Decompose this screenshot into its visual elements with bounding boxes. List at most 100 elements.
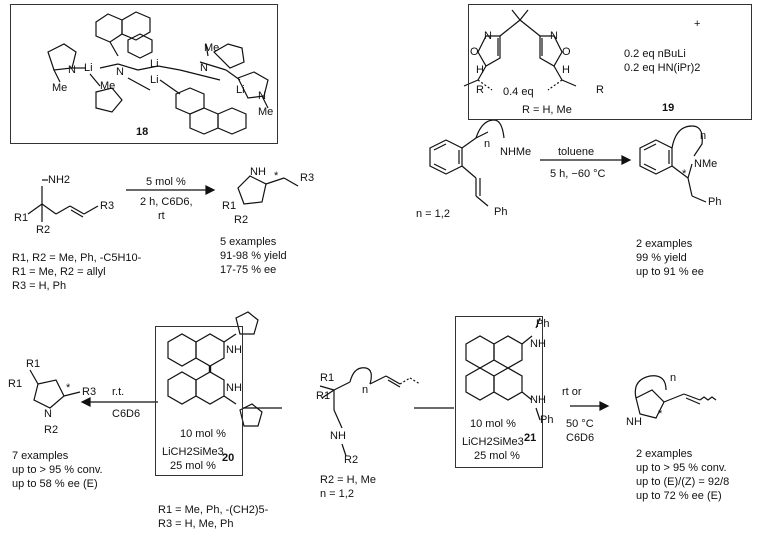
scheme3-left-cond-bottom: C6D6 xyxy=(112,408,141,420)
catalyst-21-nh-top: NH xyxy=(530,338,546,350)
ligand-19-r-left: R xyxy=(476,84,484,96)
ligand-19-n-left: N xyxy=(484,30,492,42)
scheme2-conditions: 5 h, −60 °C xyxy=(550,168,606,180)
catalyst-20-nh-bottom: NH xyxy=(226,382,242,394)
ligand-19-r-right: R xyxy=(596,84,604,96)
scheme1-r1: R1 xyxy=(14,212,29,224)
scheme2-product xyxy=(639,125,707,203)
catalyst-21-ph-bottom: Ph xyxy=(540,414,554,426)
catalyst-21-base-amount: 25 mol % xyxy=(474,450,520,462)
catalyst-18-me-1: Me xyxy=(52,82,68,94)
scheme3-sub-2: R3 = H, Me, Ph xyxy=(158,518,234,530)
catalyst-21-number: 21 xyxy=(524,432,537,444)
catalyst-20-number: 20 xyxy=(222,452,235,464)
scheme1-condition-top: 5 mol % xyxy=(146,176,186,188)
scheme3-right-result-3: up to (E)/(Z) = 92/8 xyxy=(636,476,730,488)
scheme3-right-result-1: 2 examples xyxy=(636,448,693,460)
scheme2-result-1: 2 examples xyxy=(636,238,693,250)
scheme1-sub-2: R1 = Me, R2 = allyl xyxy=(12,266,106,278)
scheme3-sm-r1-side: R1 xyxy=(316,390,331,402)
catalyst-21-nh-bottom: NH xyxy=(530,394,546,406)
ligand-19-o-left: O xyxy=(470,46,479,58)
catalyst-18-me-2: Me xyxy=(100,80,116,92)
catalyst-21-base: LiCH2SiMe3 xyxy=(462,436,524,448)
scheme3-left-r3: R3 xyxy=(82,386,97,398)
catalyst-18-number: 18 xyxy=(136,126,149,138)
scheme3-right-product xyxy=(634,375,717,419)
scheme1-product-star: * xyxy=(274,170,279,182)
catalyst-18-me-3: Me xyxy=(204,42,220,54)
scheme3-right-cond-1: rt or xyxy=(562,386,582,398)
scheme1-arrow xyxy=(126,185,216,195)
scheme3-left-r2: R2 xyxy=(44,424,59,436)
scheme1-result-1: 5 examples xyxy=(220,236,277,248)
scheme3-sub-1: R1 = Me, Ph, -(CH2)5- xyxy=(158,504,269,516)
scheme2-n-definition: n = 1,2 xyxy=(416,208,450,220)
catalyst-18-n-2: N xyxy=(116,66,124,78)
scheme3-left-arrow xyxy=(80,397,158,407)
catalyst-21-ph-top: Ph xyxy=(536,318,550,330)
catalyst-18-li-1: Li xyxy=(84,62,93,74)
scheme3-left-star: * xyxy=(66,382,71,394)
scheme1-result-3: 17-75 % ee xyxy=(220,264,277,276)
scheme1-substrate xyxy=(27,179,99,222)
scheme2-n-label: n xyxy=(484,138,491,150)
scheme3-left-cond-top: r.t. xyxy=(112,386,125,398)
catalyst-20-loading: 10 mol % xyxy=(180,428,226,440)
catalyst-21-loading: 10 mol % xyxy=(470,418,516,430)
catalyst-18-n-1: N xyxy=(68,64,76,76)
scheme2-substrate xyxy=(429,119,505,207)
scheme2-ph: Ph xyxy=(494,206,508,218)
scheme1-sub-1: R1, R2 = Me, Ph, -C5H10- xyxy=(12,252,142,264)
ligand-19-h-right: H xyxy=(562,64,570,76)
catalyst-18-li-3: Li xyxy=(150,74,159,86)
scheme1-product-nh: NH xyxy=(250,166,266,178)
scheme3-substrate xyxy=(319,367,421,457)
catalyst-18-structure xyxy=(47,11,269,135)
ligand-19-amine: 0.2 eq HN(iPr)2 xyxy=(624,62,701,74)
scheme3-left-n: N xyxy=(44,408,52,420)
scheme1-product xyxy=(237,175,299,205)
ligand-19-r-definition: R = H, Me xyxy=(522,104,572,116)
scheme1-r3: R3 xyxy=(100,200,115,212)
scheme3-left-r1-side: R1 xyxy=(8,378,23,390)
scheme2-nhme: NHMe xyxy=(500,146,532,158)
ligand-19-amount: 0.4 eq xyxy=(503,86,534,98)
scheme2-result-2: 99 % yield xyxy=(636,252,687,264)
ligand-19-n-right: N xyxy=(550,30,558,42)
scheme2-product-nme: NMe xyxy=(694,158,718,170)
ligand-19-nbuli: 0.2 eq nBuLi xyxy=(624,48,686,60)
catalyst-18-li-4: Li xyxy=(236,84,245,96)
scheme3-right-cond-3: C6D6 xyxy=(566,432,595,444)
catalyst-21-structure xyxy=(465,317,541,421)
catalyst-20-base: LiCH2SiMe3 xyxy=(162,446,224,458)
scheme3-right-result-2: up to > 95 % conv. xyxy=(636,462,727,474)
scheme3-sm-n: n xyxy=(362,384,369,396)
scheme3-left-result-3: up to 58 % ee (E) xyxy=(12,478,98,490)
catalyst-18-li-2: Li xyxy=(150,58,159,70)
catalyst-18-box xyxy=(10,4,278,144)
scheme1-r2: R2 xyxy=(36,224,51,236)
scheme1-result-2: 91-98 % yield xyxy=(220,250,287,262)
scheme1-nh2: NH2 xyxy=(48,174,71,186)
scheme2-product-star: * xyxy=(682,168,687,180)
scheme1-condition-bottom-1: 2 h, C6D6, xyxy=(140,196,193,208)
scheme2-product-n: n xyxy=(700,130,707,142)
ligand-19-plus: + xyxy=(694,18,701,30)
scheme3-left-r1-top: R1 xyxy=(26,358,41,370)
scheme3-right-product-n: n xyxy=(670,372,677,384)
scheme3-left-result-1: 7 examples xyxy=(12,450,69,462)
scheme3-sm-r2: R2 xyxy=(344,454,359,466)
scheme1-product-r3: R3 xyxy=(300,172,315,184)
catalyst-20-box xyxy=(155,326,243,476)
catalyst-21-box xyxy=(455,316,543,468)
scheme2-result-3: up to 91 % ee xyxy=(636,266,704,278)
scheme2-arrow xyxy=(540,155,632,165)
catalyst-18-n-3: N xyxy=(200,62,208,74)
scheme3-sm-r2-definition: R2 = H, Me xyxy=(320,474,376,486)
scheme3-right-product-star: * xyxy=(658,408,663,420)
scheme2-product-ph: Ph xyxy=(708,196,722,208)
scheme1-product-r2: R2 xyxy=(234,214,249,226)
scheme3-right-result-4: up to 72 % ee (E) xyxy=(636,490,722,502)
scheme1-sub-3: R3 = H, Ph xyxy=(12,280,67,292)
